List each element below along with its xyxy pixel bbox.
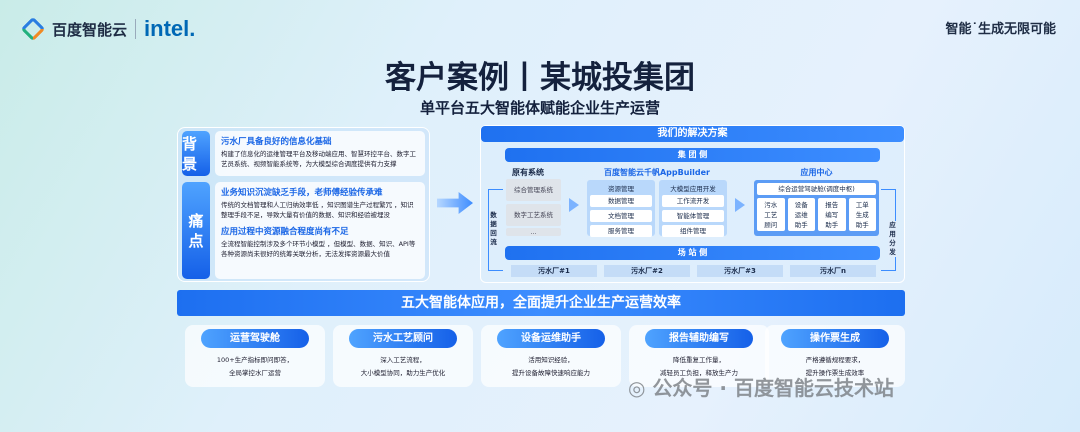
arrow-right-icon	[437, 192, 473, 214]
app-center-top: 综合运营驾驶舱(调度中枢)	[757, 183, 876, 195]
watermark: ◎ 公众号 · 百度智能云技术站	[628, 372, 894, 401]
resource-block: 资源管理 数据管理 文档管理 服务管理	[587, 180, 655, 237]
card-line: 降低重复工作量，	[673, 356, 725, 364]
block-title: 大模型应用开发	[670, 185, 716, 193]
page-title: 客户案例丨某城投集团	[385, 60, 695, 96]
block-item: 文档管理	[590, 210, 652, 222]
card-process-advisor: 污水工艺顾问 深入工艺流程， 大小模型协同，助力生产优化	[333, 325, 473, 387]
background-panel: 背景 污水厂具备良好的信息化基础 构建了信息化的运维管理平台及移动端应用、智慧环…	[177, 127, 430, 282]
card-line: 深入工艺流程，	[380, 356, 426, 364]
wechat-icon: ◎	[628, 376, 653, 400]
block-item: 组件管理	[662, 225, 724, 237]
card-title: 操作票生成	[781, 329, 889, 348]
slogan: 智能˙生成无限可能	[945, 22, 1056, 37]
app-item: 污水工艺顾问	[757, 198, 785, 231]
card-line: 减轻员工负担，释放生产力	[660, 369, 738, 377]
card-line: 全局掌控水厂运营	[229, 369, 281, 377]
background-box: 污水厂具备良好的信息化基础 构建了信息化的运维管理平台及移动端应用、智慧环控平台…	[215, 131, 425, 176]
page-subtitle: 单平台五大智能体赋能企业生产运营	[419, 99, 660, 117]
block-item: 数据管理	[590, 195, 652, 207]
chevron-right-icon	[735, 198, 745, 212]
llm-dev-block: 大模型应用开发 工作流开发 智能体管理 组件管理	[659, 180, 727, 237]
app-center-block: 综合运营驾驶舱(调度中枢) 污水工艺顾问 设备运维助手 报告编写助手 工单生成助…	[754, 180, 879, 236]
original-title: 原有系统	[512, 168, 544, 177]
app-dist-label: 应用分发	[888, 221, 897, 257]
item-heading: 污水厂具备良好的信息化基础	[221, 137, 332, 147]
plant-item: 污水厂#1	[511, 265, 597, 277]
block-title: 资源管理	[608, 185, 634, 193]
card-title: 运营驾驶舱	[201, 329, 309, 348]
block-item: 服务管理	[590, 225, 652, 237]
item-heading: 业务知识沉淀缺乏手段，老师傅经验传承难	[221, 188, 383, 198]
system-item: 数字工艺系统	[506, 204, 561, 226]
solution-panel: 我们的解决方案 集 团 侧 原有系统 综合管理系统 数字工艺系统 ... 百度智…	[480, 125, 905, 283]
card-equipment: 设备运维助手 活用知识经验， 提升设备故障快速响应能力	[481, 325, 621, 387]
item-text: 传统的文档管理和人工归纳效率低 ，知识图谱生产过程繁冗 ，知识整理手段不足，导致…	[221, 201, 414, 219]
card-line: 严格遵循规程要求，	[805, 356, 865, 364]
tag-pain: 痛点	[182, 182, 210, 279]
plant-item: 污水厂#2	[604, 265, 690, 277]
app-item: 设备运维助手	[787, 198, 815, 231]
plant-item: 污水厂n	[790, 265, 876, 277]
card-report: 报告辅助编写 降低重复工作量， 减轻员工负担，释放生产力	[629, 325, 769, 387]
card-line: 活用知识经验，	[528, 356, 574, 364]
appbuilder-title: 百度智能云千帆AppBuilder	[603, 168, 711, 177]
app-center-title: 应用中心	[800, 168, 833, 177]
card-title: 报告辅助编写	[645, 329, 753, 348]
pain-box: 业务知识沉淀缺乏手段，老师傅经验传承难 传统的文档管理和人工归纳效率低 ，知识图…	[215, 182, 425, 279]
card-line: 提升操作票生成效率	[805, 369, 865, 377]
site-side-bar: 场 站 侧	[505, 246, 880, 260]
tag-background: 背景	[182, 131, 210, 176]
card-title: 污水工艺顾问	[349, 329, 457, 348]
system-item: ...	[506, 228, 561, 236]
card-line: 提升设备故障快速响应能力	[512, 369, 590, 377]
card-title: 设备运维助手	[497, 329, 605, 348]
baidu-cloud-logo-icon	[20, 16, 46, 42]
data-return-line	[488, 189, 503, 271]
logo-bar: 百度智能云 intel.	[20, 16, 196, 42]
app-item: 报告编写助手	[818, 198, 846, 231]
item-text: 构建了信息化的运维管理平台及移动端应用、智慧环控平台、数字工艺员系统、视频智能系…	[221, 150, 416, 168]
watermark-text: 公众号 · 百度智能云技术站	[652, 376, 894, 400]
card-line: 大小模型协同，助力生产优化	[360, 369, 446, 377]
card-cockpit: 运营驾驶舱 100+生产指标即问即答， 全局掌控水厂运营	[185, 325, 325, 387]
brand-name: 百度智能云	[52, 20, 128, 39]
block-item: 智能体管理	[662, 210, 724, 222]
chevron-right-icon	[569, 198, 579, 212]
banner: 五大智能体应用，全面提升企业生产运营效率	[177, 290, 905, 316]
solution-title: 我们的解决方案	[481, 126, 904, 142]
block-item: 工作流开发	[662, 195, 724, 207]
intel-logo: intel.	[144, 16, 196, 41]
plant-item: 污水厂#3	[697, 265, 783, 277]
app-item: 工单生成助手	[848, 198, 876, 231]
system-item: 综合管理系统	[506, 179, 561, 201]
card-line: 100+生产指标即问即答，	[216, 356, 294, 364]
item-heading: 应用过程中资源融合程度尚有不足	[221, 227, 349, 237]
data-return-label: 数据回流	[489, 211, 498, 247]
card-ticket: 操作票生成 严格遵循规程要求， 提升操作票生成效率	[765, 325, 905, 387]
item-text: 全流程智能控制涉及多个环节小模型 ，但模型、数据、知识、API等各种资源尚未很好…	[221, 240, 416, 258]
divider	[135, 19, 137, 39]
group-side-bar: 集 团 侧	[505, 148, 880, 162]
